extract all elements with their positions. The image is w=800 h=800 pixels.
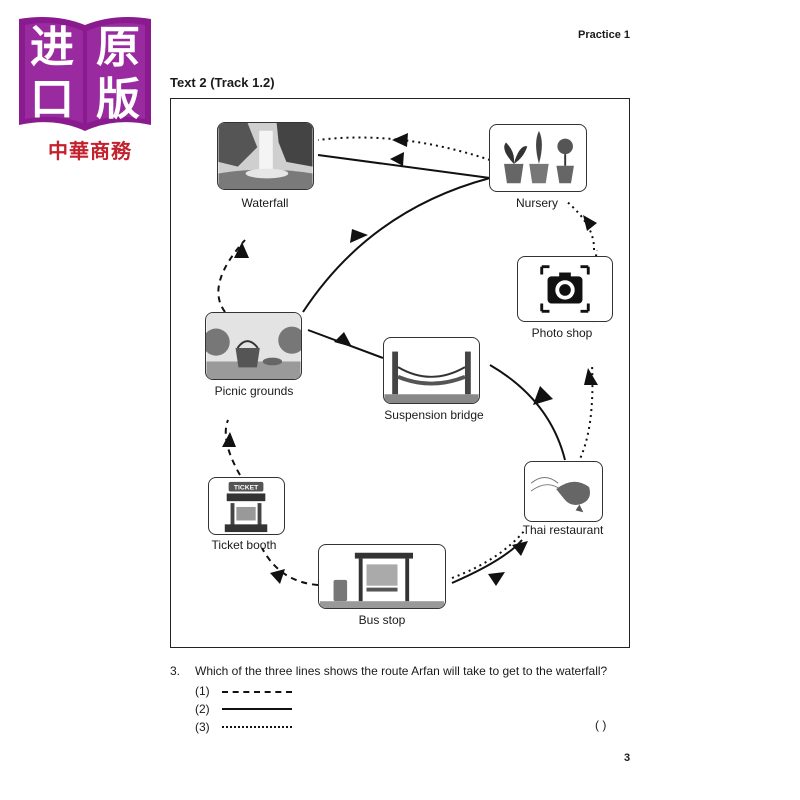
watermark-char-4: 版: [96, 74, 140, 125]
dotted-route-segment: [577, 364, 594, 464]
answer-bracket[interactable]: ( ): [595, 718, 607, 732]
watermark-logo: 进 原 口 版 中華商務: [15, 13, 155, 163]
suspension-bridge-label: Suspension bridge: [384, 408, 484, 422]
waterfall-label: Waterfall: [241, 196, 289, 210]
dotted-route-segment: [451, 529, 526, 579]
ticket-sign-text: TICKET: [234, 485, 259, 492]
picnic-basket-icon: [206, 313, 301, 379]
arrowhead: [392, 133, 408, 147]
dotted-line-sample: [222, 726, 292, 728]
question-text: Which of the three lines shows the route…: [195, 664, 608, 678]
picnic-grounds-label: Picnic grounds: [214, 384, 294, 398]
arrowhead: [234, 242, 249, 258]
question-number: 3.: [170, 664, 181, 678]
picnic-grounds-picture: [205, 312, 302, 380]
bus-stop-picture: [318, 544, 446, 609]
arrowhead: [334, 332, 352, 347]
ticket-booth-label: Ticket booth: [211, 538, 277, 552]
solid-route-segment: [451, 539, 523, 584]
option-3-label: (3): [195, 720, 210, 734]
solid-route-segment: [302, 177, 491, 313]
arrowhead: [512, 541, 528, 556]
arrowhead: [533, 386, 553, 405]
practice-label: Practice 1: [578, 29, 630, 41]
thai-restaurant-picture: [524, 461, 603, 522]
waterfall-icon: [218, 123, 313, 189]
option-1-label: (1): [195, 684, 210, 698]
solid-route-segment: [489, 364, 566, 461]
arrowhead: [350, 229, 368, 243]
dashed-line-sample: [222, 691, 292, 693]
arrowhead: [222, 432, 236, 447]
photo-shop-picture: [517, 256, 613, 322]
solid-route-segment: [317, 154, 491, 179]
page-number: 3: [624, 752, 631, 764]
arrowhead: [583, 215, 597, 231]
ticket-booth-icon: TICKET: [224, 481, 268, 533]
watermark-subtitle: 中華商務: [48, 139, 132, 163]
book-logo-icon: [19, 17, 151, 131]
suspension-bridge-picture: [383, 337, 480, 404]
nursery-label: Nursery: [515, 196, 559, 210]
nursery-picture: [489, 124, 587, 192]
camera-icon: [540, 265, 590, 313]
dashed-route-segment: [217, 239, 246, 313]
photo-shop-label: Photo shop: [531, 326, 593, 340]
arrowhead: [584, 368, 598, 385]
bus-stop-label: Bus stop: [358, 613, 406, 627]
dashed-route-segment: [224, 419, 241, 476]
arrowhead: [270, 569, 285, 584]
arrowhead: [488, 572, 505, 586]
bus-stop-shelter-icon: [319, 552, 445, 608]
watermark-char-2: 原: [96, 22, 140, 73]
section-title: Text 2 (Track 1.2): [170, 75, 275, 90]
waterfall-picture: [217, 122, 314, 190]
potted-plants-icon: [504, 130, 574, 184]
shrimp-icon: [530, 476, 590, 513]
bridge-icon: [384, 351, 479, 403]
watermark-char-1: 进: [30, 22, 74, 73]
route-map: [170, 98, 630, 648]
arrowhead: [390, 152, 404, 166]
thai-restaurant-label: Thai restaurant: [522, 523, 604, 537]
dashed-route-segment: [261, 547, 319, 586]
watermark-char-3: 口: [30, 74, 74, 125]
solid-line-sample: [222, 708, 292, 710]
ticket-booth-picture: TICKET: [208, 477, 285, 535]
option-2-label: (2): [195, 702, 210, 716]
